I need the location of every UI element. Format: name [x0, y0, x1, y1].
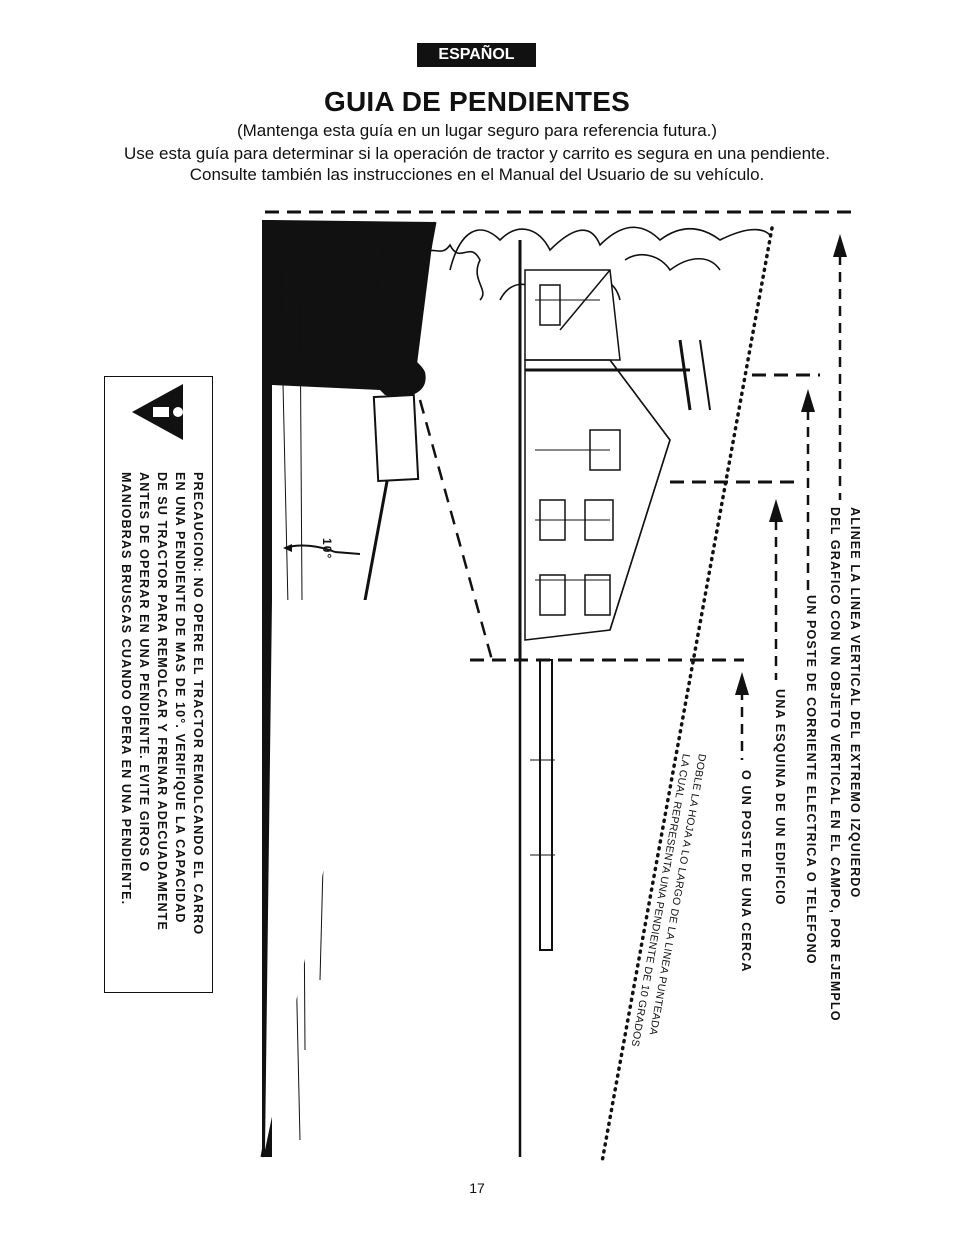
guide-arrow-pole: [801, 389, 815, 590]
guide-arrow-building: [769, 499, 783, 680]
farmhouse: [520, 240, 670, 660]
warning-line-5: MANIOBRAS BRUSCAS CUANDO OPERA EN UNA PE…: [119, 472, 133, 905]
sight-line: [420, 400, 492, 660]
fence: [520, 660, 555, 1157]
warning-line-4: ANTES DE OPERAR EN UNA PENDIENTE. EVITE …: [137, 472, 151, 872]
instruction-line-2: DEL GRAFICO CON UN OBJETO VERTICAL EN EL…: [828, 507, 842, 1022]
guide-arrow-fence: [735, 672, 749, 760]
instruction-building: UNA ESQUINA DE UN EDIFICIO: [773, 689, 787, 906]
warning-line-1: PRECAUCION: NO OPERE EL TRACTOR REMOLCAN…: [191, 472, 205, 935]
warning-line-2: EN UNA PENDIENTE DE MAS DE 10°. VERIFIQU…: [173, 472, 187, 924]
instruction-fence: O UN POSTE DE UNA CERCA: [739, 770, 753, 973]
page-number: 17: [0, 1180, 954, 1196]
guide-arrow-main: [833, 234, 847, 500]
person-silhouette: [272, 350, 426, 481]
instruction-pole: UN POSTE DE CORRIENTE ELECTRICA O TELEFO…: [804, 595, 818, 965]
instruction-line-1: ALINEE LA LINEA VERTICAL DEL EXTREMO IZQ…: [848, 507, 862, 898]
angle-label: 10°: [320, 538, 334, 559]
warning-line-3: DE SU TRACTOR PARA REMOLCAR Y FRENAR ADE…: [155, 472, 169, 931]
